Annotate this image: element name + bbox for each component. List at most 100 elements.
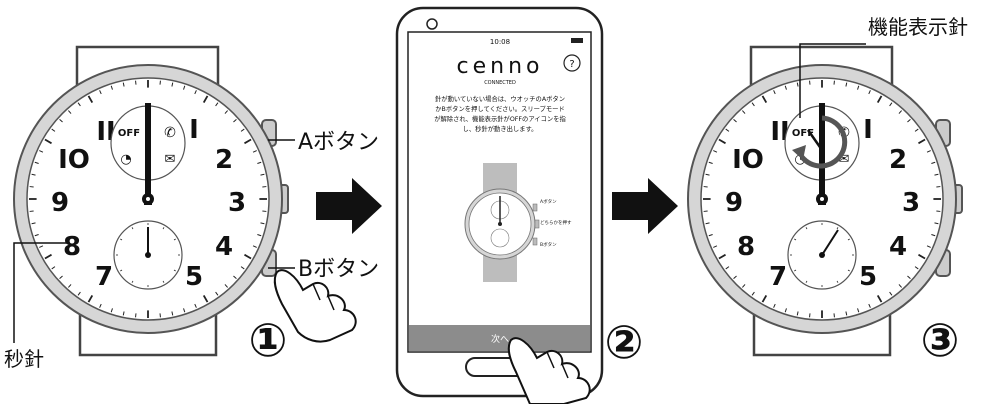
tick-mark [898, 110, 902, 114]
tick-mark [931, 161, 936, 164]
instruction-line-2: かBボタンを押してください。スリープモード [435, 104, 565, 113]
tick-mark [773, 90, 776, 95]
tick-mark [215, 102, 219, 107]
tick-mark [110, 85, 113, 90]
tick-mark [889, 291, 893, 296]
tick-mark [77, 102, 81, 107]
tick-mark [926, 150, 931, 153]
numeral-9: 9 [51, 188, 69, 218]
tick-mark [39, 150, 44, 153]
tick-mark [751, 102, 755, 107]
tick-mark [171, 82, 174, 87]
tick-mark [68, 284, 72, 288]
tick-mark [87, 95, 94, 103]
numeral-5: 5 [859, 262, 877, 292]
timer-icon: ◔ [120, 152, 131, 167]
tick-mark [257, 161, 262, 164]
off-icon: OFF [118, 128, 140, 139]
tick-mark [876, 95, 883, 103]
tick-mark [183, 308, 186, 313]
tick-mark [44, 253, 52, 260]
tick-mark [805, 280, 808, 283]
finger-tap-icon [507, 337, 591, 404]
tick-mark [705, 222, 710, 225]
tick-mark [794, 238, 797, 241]
smartphone: 10:08 cenno CONNECTED ? 針が動いていない場合は、ウオッチ… [395, 6, 604, 398]
function-hand [806, 129, 824, 151]
status-time: 10:08 [490, 38, 510, 46]
app-brand: cenno [457, 54, 544, 79]
app-brand-sub: CONNECTED [484, 80, 516, 86]
watch-step-3: II I 2 3 4 5 7 8 9 IO OFF ✆ ✉ ◔ [687, 45, 963, 357]
tick-mark [162, 280, 165, 283]
tick-mark [194, 303, 197, 308]
tick-mark [244, 138, 252, 145]
instruction-line-4: し、秒針が動き出します。 [463, 124, 538, 133]
watch-step-1: II I 2 3 4 5 7 8 9 IO OFF ✆ ✉ ◔ [13, 45, 289, 357]
tick-mark [252, 150, 257, 153]
tick-mark [31, 173, 36, 176]
tick-mark [87, 295, 94, 303]
next-button[interactable] [409, 325, 590, 351]
button-a-label: Aボタン [298, 130, 379, 155]
tick-mark [233, 119, 237, 123]
tick-mark [868, 303, 871, 308]
tick-mark [34, 161, 39, 164]
step-1-number: ① [249, 313, 288, 367]
tick-mark [51, 266, 56, 270]
help-symbol: ? [569, 59, 574, 70]
tick-mark [252, 245, 257, 248]
tick-mark [836, 280, 839, 283]
tick-mark [926, 245, 931, 248]
tick-mark [59, 275, 63, 279]
second-hand-pivot [145, 252, 151, 258]
numeral-5: 5 [185, 262, 203, 292]
tick-mark [868, 90, 871, 95]
seconds-ticks [116, 223, 180, 287]
numeral-3: 3 [228, 188, 246, 218]
tick-mark [44, 138, 52, 145]
tick-mark [857, 308, 860, 313]
step-3-number: ③ [921, 313, 960, 367]
tick-mark [733, 275, 737, 279]
tick-mark [914, 266, 919, 270]
tick-mark [240, 128, 245, 132]
tick-mark [773, 303, 776, 308]
tick-mark [898, 284, 902, 288]
tick-mark [224, 284, 228, 288]
tick-mark [131, 280, 134, 283]
tick-mark [99, 90, 102, 95]
mail-icon: ✉ [165, 152, 176, 167]
instruction-line-3: が解除され、機能表示針がOFFのアイコンを指 [434, 114, 566, 123]
step-2-number: ② [605, 315, 644, 369]
tick-mark [761, 95, 768, 103]
tick-mark [907, 119, 911, 123]
tick-mark [914, 128, 919, 132]
tick-mark [796, 82, 799, 87]
button-b-label: Bボタン [298, 257, 379, 282]
tick-mark [131, 227, 134, 230]
tick-mark [934, 222, 939, 225]
instruction-line-1: 針が動いていない場合は、ウオッチのAボタン [435, 94, 565, 103]
tick-mark [183, 85, 186, 90]
tick-mark [784, 308, 787, 313]
tick-mark [742, 284, 746, 288]
tick-mark [847, 269, 850, 272]
mail-icon: ✉ [839, 152, 850, 167]
tick-mark [918, 253, 926, 260]
tick-mark [918, 138, 926, 145]
tick-mark [761, 295, 768, 303]
help-icon[interactable] [563, 54, 581, 72]
tick-mark [39, 245, 44, 248]
second-hand-leader [13, 242, 70, 343]
numeral-8: 8 [737, 232, 755, 262]
tick-mark [845, 82, 848, 87]
tick-mark [120, 238, 123, 241]
tick-mark [733, 119, 737, 123]
tick-mark [240, 266, 245, 270]
numeral-2: 2 [215, 145, 233, 175]
tick-mark [162, 227, 165, 230]
tick-mark [244, 253, 252, 260]
tick-mark [705, 173, 710, 176]
